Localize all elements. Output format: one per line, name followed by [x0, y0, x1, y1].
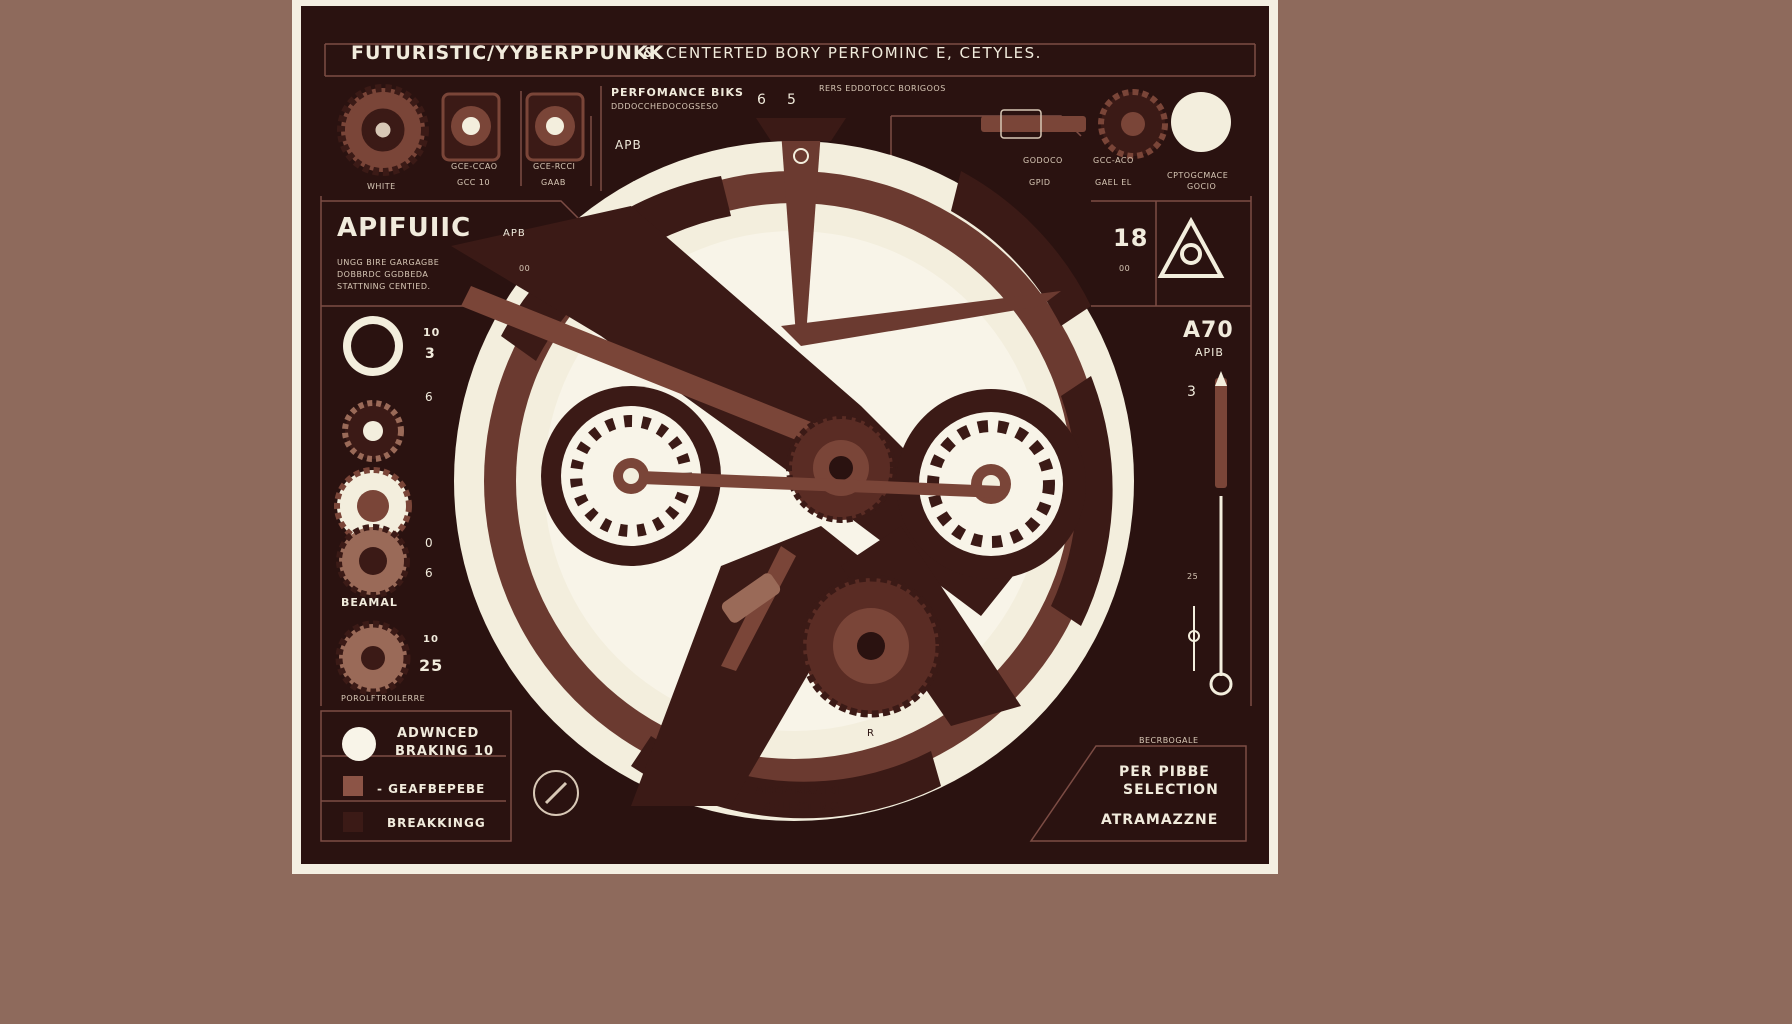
spec-text: RERS EDDOTOCC BORIGOOS	[819, 84, 946, 93]
center-mark: R	[867, 728, 875, 739]
right-number-25: 25	[1187, 572, 1199, 581]
gear-swatch-label: - GEAFBEPEBE	[377, 782, 486, 796]
bottom-right-line-1: PER PIBBE	[1119, 764, 1210, 780]
right-caption-3a: CPTOGCMACE	[1167, 171, 1229, 180]
label-poroli: POROLFTROILERRE	[341, 694, 426, 703]
poster-subtitle: CENTERTED BORY PERFOMINC E, CETYLES.	[666, 44, 1042, 62]
poster-frame: FUTURISTIC/YYBERPPUNKK & CENTERTED BORY …	[292, 0, 1278, 874]
left-heading-tag: APB	[503, 228, 526, 239]
number-18: 18	[1113, 224, 1149, 252]
gear-num-6: 10	[423, 634, 439, 645]
left-desc-num: 00	[519, 264, 531, 273]
gear-num-2: 3	[425, 346, 436, 362]
poster-panel: FUTURISTIC/YYBERPPUNKK & CENTERTED BORY …	[301, 6, 1269, 864]
gear-num-4: 0	[425, 536, 434, 550]
left-desc-3: STATTNING CENTIED.	[337, 282, 431, 291]
right-caption-2b: GAEL EL	[1095, 178, 1132, 187]
gear-num-7: 25	[419, 656, 444, 675]
advanced-braking-line-1: ADWNCED	[397, 726, 480, 741]
label-a70-sub: APIB	[1195, 346, 1224, 359]
bottom-right-line-2: SELECTION	[1123, 782, 1219, 798]
performance-bikes-title: PERFOMANCE BIKS	[611, 86, 744, 99]
bottom-right-small: BECRBOGALE	[1139, 736, 1199, 745]
center-label-1: ADGARRAIBE	[755, 784, 846, 797]
right-number-3: 3	[1187, 384, 1197, 400]
poster-title: FUTURISTIC/YYBERPPUNKK	[351, 42, 665, 64]
right-caption-3b: GOCIO	[1187, 182, 1217, 191]
performance-bikes-sub: DDDOCCHEDOCOGSESO	[611, 102, 719, 111]
advanced-braking-line-2: BRAKING 10	[395, 744, 495, 759]
right-caption-1a: GODOCO	[1023, 156, 1063, 165]
center-label-2: SELECTING	[763, 800, 840, 813]
gear-num-3: 6	[425, 390, 434, 404]
apb-label-top: APB	[615, 138, 642, 152]
gear-caption-3a: GCE-RCCI	[533, 162, 576, 171]
brake-swatch-label: BREAKKINGG	[387, 816, 486, 830]
left-desc-1: UNGG BIRE GARGAGBE	[337, 258, 440, 267]
gear-num-5: 6	[425, 566, 434, 580]
gear-caption-3b: GAAB	[541, 178, 566, 187]
gear-caption-white: WHITE	[367, 182, 396, 191]
perf-number-1: 6	[757, 92, 767, 108]
left-heading: APIFUIIC	[337, 213, 472, 243]
bottom-right-line-3: ATRAMAZZNE	[1101, 812, 1219, 828]
gear-caption-2a: GCE-CCAO	[451, 162, 498, 171]
gear-caption-2b: GCC 10	[457, 178, 491, 187]
gear-num-1: 10	[423, 326, 441, 339]
left-desc-2: DOBBRDC GGDBEDA	[337, 270, 429, 279]
number-18-sub: 00	[1119, 264, 1131, 273]
bike-illustration	[320, 43, 1256, 842]
label-beamal: BEAMAL	[341, 596, 398, 609]
right-caption-1b: GPID	[1029, 178, 1051, 187]
label-a70: A70	[1183, 318, 1234, 343]
perf-number-2: 5	[787, 92, 797, 108]
title-separator: &	[643, 46, 656, 61]
right-caption-2a: GCC-ACO	[1093, 156, 1134, 165]
